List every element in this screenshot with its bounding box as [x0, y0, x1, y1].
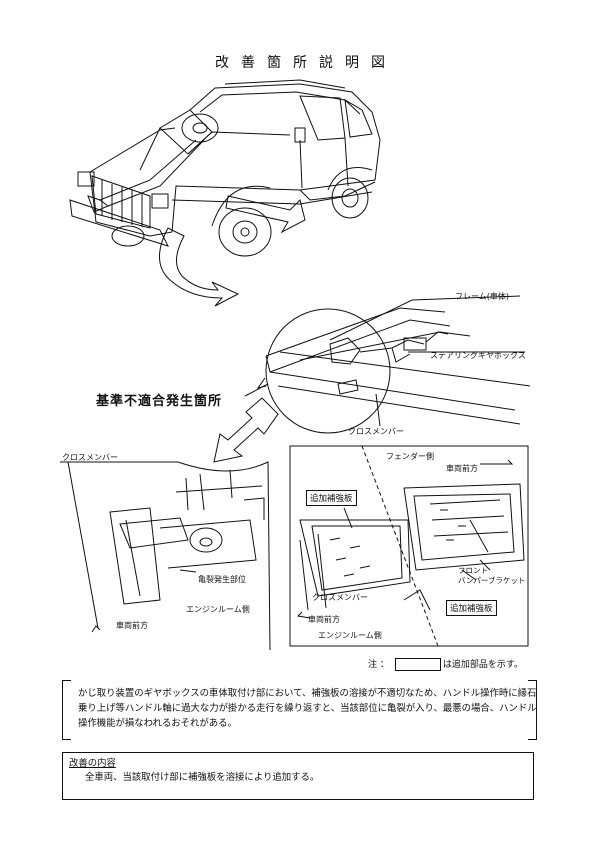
- improvement-heading: 改善の内容: [69, 758, 116, 769]
- left-detail-view: [60, 461, 271, 651]
- improvement-box: 改善の内容 全車両、当該取付け部に補強板を溶接により追加する。: [62, 752, 534, 800]
- page-title: 改善箇所説明図: [215, 55, 397, 71]
- label-cross-member-left: クロスメンバー: [62, 453, 118, 462]
- zoom-arrow: [213, 397, 279, 463]
- inset-frame: [289, 445, 529, 647]
- defect-description: かじ取り装置のギヤボックスの車体取付け部において、補強板の溶接が不適切なため、ハ…: [78, 688, 537, 729]
- vehicle-drawing: [69, 79, 381, 307]
- label-frame: フレーム(車体): [455, 292, 510, 301]
- label-front-bumper-bracket: フロント バンパーブラケット: [458, 566, 526, 585]
- improvement-text: 全車両、当該取付け部に補強板を溶接により追加する。: [85, 772, 320, 783]
- label-vehicle-front-right: 車両前方: [446, 464, 478, 473]
- label-engine-room-bottom: エンジンルーム側: [318, 631, 382, 640]
- label-additional-plate-1: 追加補強板: [306, 490, 357, 506]
- note-suffix: は追加部品を示す。: [442, 660, 523, 670]
- label-engine-room-left: エンジンルーム側: [186, 605, 250, 614]
- label-cross-member-top: クロスメンバー: [348, 427, 404, 436]
- note-swatch: [394, 658, 441, 671]
- label-vehicle-front-bottom: 車両前方: [308, 615, 340, 624]
- label-crack-location: 亀裂発生部位: [198, 575, 246, 584]
- legend-note: 注 ： は追加部品を示す。: [368, 657, 523, 671]
- label-fender-side: フェンダー側: [386, 452, 434, 461]
- label-vehicle-front-left: 車両前方: [116, 621, 148, 630]
- right-detail-view: [296, 445, 525, 647]
- label-additional-plate-2: 追加補強板: [446, 600, 497, 616]
- label-defect-location: 基準不適合発生箇所: [96, 394, 223, 409]
- frame-assembly: [244, 295, 531, 434]
- description-bracket-right: [528, 680, 537, 740]
- note-prefix: 注 ：: [368, 660, 389, 670]
- label-steering-gearbox: ステアリングギヤボックス: [430, 351, 526, 360]
- description-bracket-left: [62, 680, 71, 740]
- label-cross-member-inset: クロスメンバー: [312, 593, 368, 602]
